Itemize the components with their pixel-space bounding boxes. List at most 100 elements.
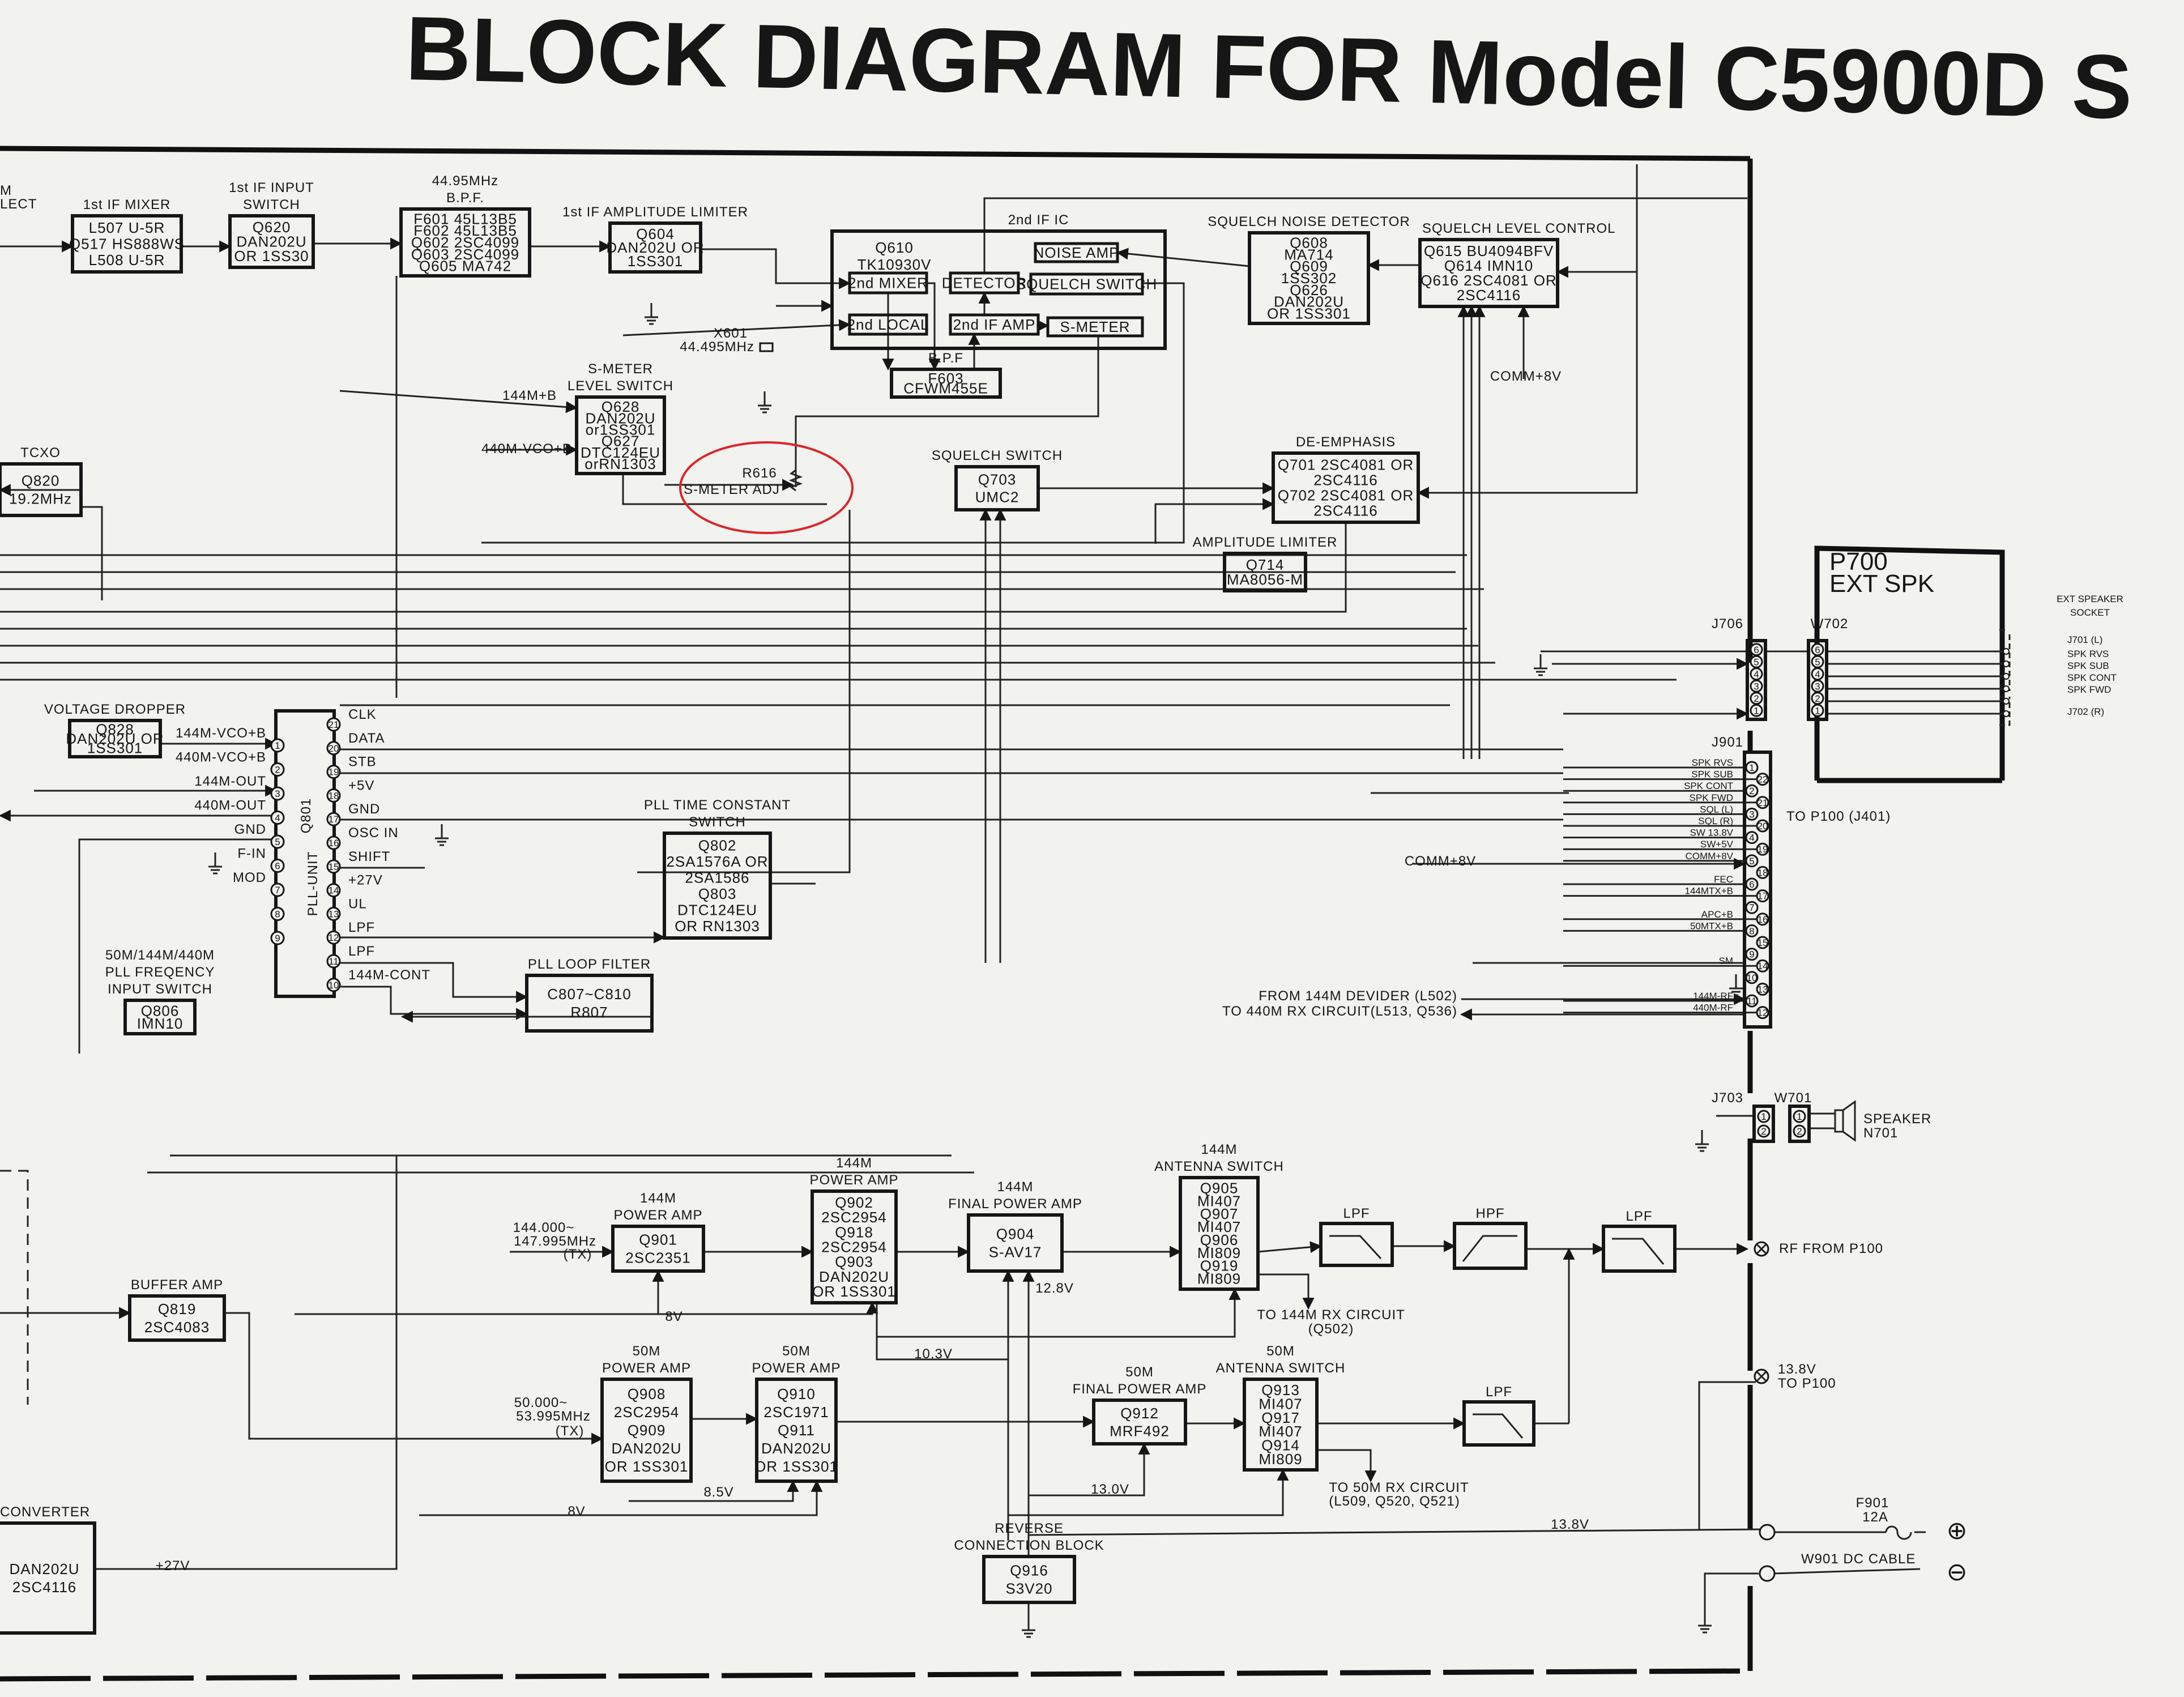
- block-part: 2SA1576A OR: [666, 853, 768, 870]
- block-part: UMC2: [975, 489, 1020, 506]
- block-part: MI407: [1197, 1192, 1241, 1209]
- pin-label: 50MTX+B: [1690, 920, 1733, 931]
- pin-number: 3: [1754, 681, 1759, 692]
- block-title: FINAL POWER AMP: [1073, 1382, 1207, 1397]
- wire: [78, 838, 276, 1054]
- block-part: Q701 2SC4081 OR: [1278, 457, 1414, 474]
- pin-label: 144M-CONT: [348, 967, 430, 983]
- filter-label: LPF: [1486, 1384, 1512, 1400]
- socket-contact: [2003, 710, 2010, 717]
- pin: [1756, 913, 1769, 926]
- sub-block-if-amp2: 2nd IF AMP: [949, 313, 1040, 336]
- pin-label: COMM+8V: [1685, 851, 1733, 862]
- socket-title: EXT SPEAKER: [2057, 594, 2123, 604]
- pin: [1756, 796, 1769, 809]
- block-part: C807~C810: [547, 986, 632, 1003]
- block-part: Q602 2SC4099: [411, 234, 519, 251]
- pin-number: 5: [1754, 656, 1759, 667]
- pin-number: 17: [329, 814, 339, 825]
- block-title: 144M: [640, 1191, 676, 1206]
- wire: [927, 282, 941, 371]
- net-label-x601f: 44.495MHz: [680, 339, 754, 355]
- net-label-tx144c: (TX): [564, 1247, 592, 1262]
- pin: [1756, 842, 1769, 856]
- block-title: 50M/144M/440M: [105, 948, 215, 963]
- pin-number: 18: [329, 790, 339, 801]
- block-title: PLL FREQENCY: [105, 965, 215, 980]
- block-part: MI407: [1259, 1423, 1302, 1440]
- pin: [326, 812, 341, 826]
- block-part: DAN202U OR: [66, 730, 164, 747]
- pin-number: 12: [1758, 1008, 1768, 1018]
- pin-number: 9: [275, 933, 280, 944]
- block-part: L507 U-5R: [89, 219, 165, 236]
- wire: [876, 1303, 1008, 1361]
- block-frame: [1418, 238, 1559, 308]
- pin: [326, 883, 341, 898]
- pin: [1745, 901, 1759, 914]
- pin: [326, 765, 341, 779]
- block-part: Q910: [777, 1385, 816, 1402]
- block-frame: [128, 1294, 226, 1342]
- block-frame: [600, 1378, 693, 1483]
- block-part: Q819: [158, 1301, 197, 1317]
- wire: [1154, 498, 1275, 544]
- pin: [270, 859, 285, 873]
- pin: [1745, 854, 1759, 868]
- block-part: Q918: [835, 1223, 873, 1240]
- pin: [1745, 924, 1759, 937]
- pin-number: 10: [329, 980, 339, 991]
- pin: [270, 811, 285, 825]
- diagram-title: BLOCK DIAGRAM FOR Model C5900D S: [404, 0, 2133, 138]
- terminal-icon: [1759, 1565, 1776, 1582]
- block-part: DAN202U: [585, 410, 655, 427]
- block-part: CFWM455E: [903, 380, 988, 396]
- block-part: 2SC4116: [1313, 502, 1378, 519]
- block-frame: [525, 974, 654, 1033]
- block-part: 2SC2954: [821, 1209, 886, 1226]
- block-part: Q909: [628, 1422, 666, 1439]
- pin: [270, 907, 285, 921]
- block-part: orRN1303: [585, 455, 656, 472]
- block-title: POWER AMP: [602, 1361, 691, 1376]
- block-title: 144M: [1201, 1142, 1237, 1157]
- block-part: Q803: [698, 885, 737, 902]
- pin-number: 19: [329, 767, 339, 778]
- frame-lines: [0, 146, 2005, 1682]
- block-part: MRF492: [1110, 1422, 1170, 1439]
- block-part: F602 45L13B5: [413, 222, 517, 239]
- pin-label: +27V: [348, 873, 383, 888]
- net-label-v138: 13.8V: [1551, 1517, 1589, 1532]
- pin-number: 16: [329, 838, 339, 848]
- pin: [1745, 948, 1759, 961]
- block-frame: [0, 462, 83, 517]
- block-title: 50M: [1125, 1365, 1154, 1380]
- pin-label: SPK SUB: [1691, 769, 1733, 780]
- pin-label: SHIFT: [348, 849, 390, 864]
- wire: [1116, 248, 1250, 267]
- pin-number: 13: [329, 909, 339, 919]
- pin-label: 440M-OUT: [194, 798, 266, 813]
- filter-label: HPF: [1476, 1206, 1505, 1221]
- wire: [1258, 1273, 1315, 1310]
- contact-label: SPK CONT: [2067, 672, 2117, 683]
- block-frame: [663, 832, 772, 940]
- block-part: Q904: [996, 1226, 1035, 1243]
- pin-number: 12: [329, 932, 339, 943]
- block-part: 1SS301: [87, 740, 143, 757]
- block-part: 1SS302: [1281, 270, 1337, 287]
- pin-number: 20: [329, 743, 339, 754]
- net-label-rx50a: TO 50M RX CIRCUIT: [1329, 1480, 1469, 1495]
- pin-label: 144M-RF: [1693, 991, 1733, 1001]
- pin-label: SPK RVS: [1692, 757, 1733, 768]
- filter-hpf: HPF: [1453, 1206, 1528, 1270]
- pin-number: 10: [1747, 973, 1758, 983]
- block-part: 2SC4116: [12, 1579, 77, 1596]
